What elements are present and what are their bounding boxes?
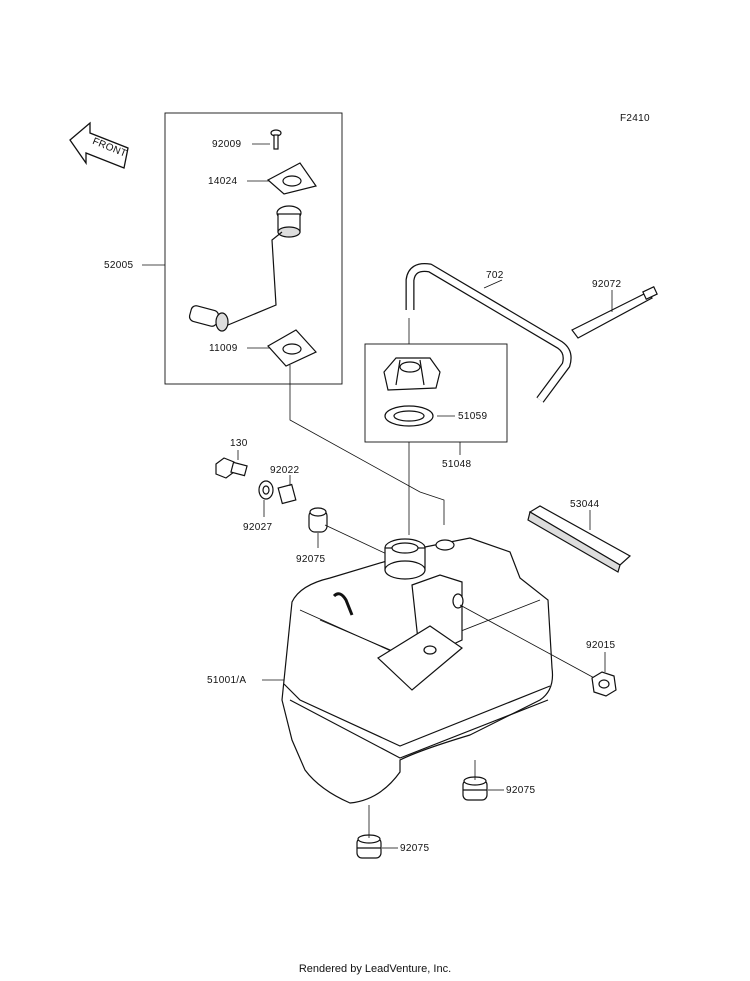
- callout-92075-upper: 92075: [296, 554, 325, 565]
- breather-hose-part: [405, 263, 572, 403]
- cap-gasket-part: [384, 405, 434, 427]
- callout-92075-right: 92075: [506, 785, 535, 796]
- pad-part: [527, 505, 632, 573]
- nut-part: [591, 671, 617, 697]
- screw-part: [270, 129, 282, 150]
- callout-51048: 51048: [442, 459, 471, 470]
- callout-52005: 52005: [104, 260, 133, 271]
- callout-130: 130: [230, 438, 248, 449]
- callout-51001-a: 51001/A: [207, 675, 246, 686]
- front-arrow-icon: FRONT: [69, 121, 129, 169]
- diagram-code: F2410: [620, 113, 650, 124]
- plate-part: [266, 162, 317, 195]
- callout-92072: 92072: [592, 279, 621, 290]
- washer-part: [258, 480, 274, 500]
- fuel-gauge-sender-part: [188, 205, 302, 332]
- callout-53044: 53044: [570, 499, 599, 510]
- fuel-cap-part: [383, 357, 441, 391]
- footer-credit: Rendered by LeadVenture, Inc.: [298, 963, 452, 975]
- cable-tie-part: [571, 286, 658, 339]
- fuel-cap-box: [364, 343, 508, 443]
- callout-92015: 92015: [586, 640, 615, 651]
- sender-kit-box: [164, 112, 343, 385]
- callout-92009: 92009: [212, 139, 241, 150]
- fuel-tank-part: [281, 537, 554, 804]
- grommet-part: [308, 507, 328, 533]
- grommet-part: [462, 776, 488, 801]
- fitting-part: [215, 457, 248, 479]
- callout-14024: 14024: [208, 176, 237, 187]
- callout-92075-bottom: 92075: [400, 843, 429, 854]
- callout-51059: 51059: [458, 411, 487, 422]
- callout-92022: 92027: [243, 522, 272, 533]
- callout-92027: 92022: [270, 465, 299, 476]
- collar-part: [277, 483, 297, 505]
- callout-11009: 11009: [209, 343, 238, 354]
- grommet-part: [356, 834, 382, 859]
- gasket-part: [267, 329, 317, 367]
- callout-702: 702: [486, 270, 504, 281]
